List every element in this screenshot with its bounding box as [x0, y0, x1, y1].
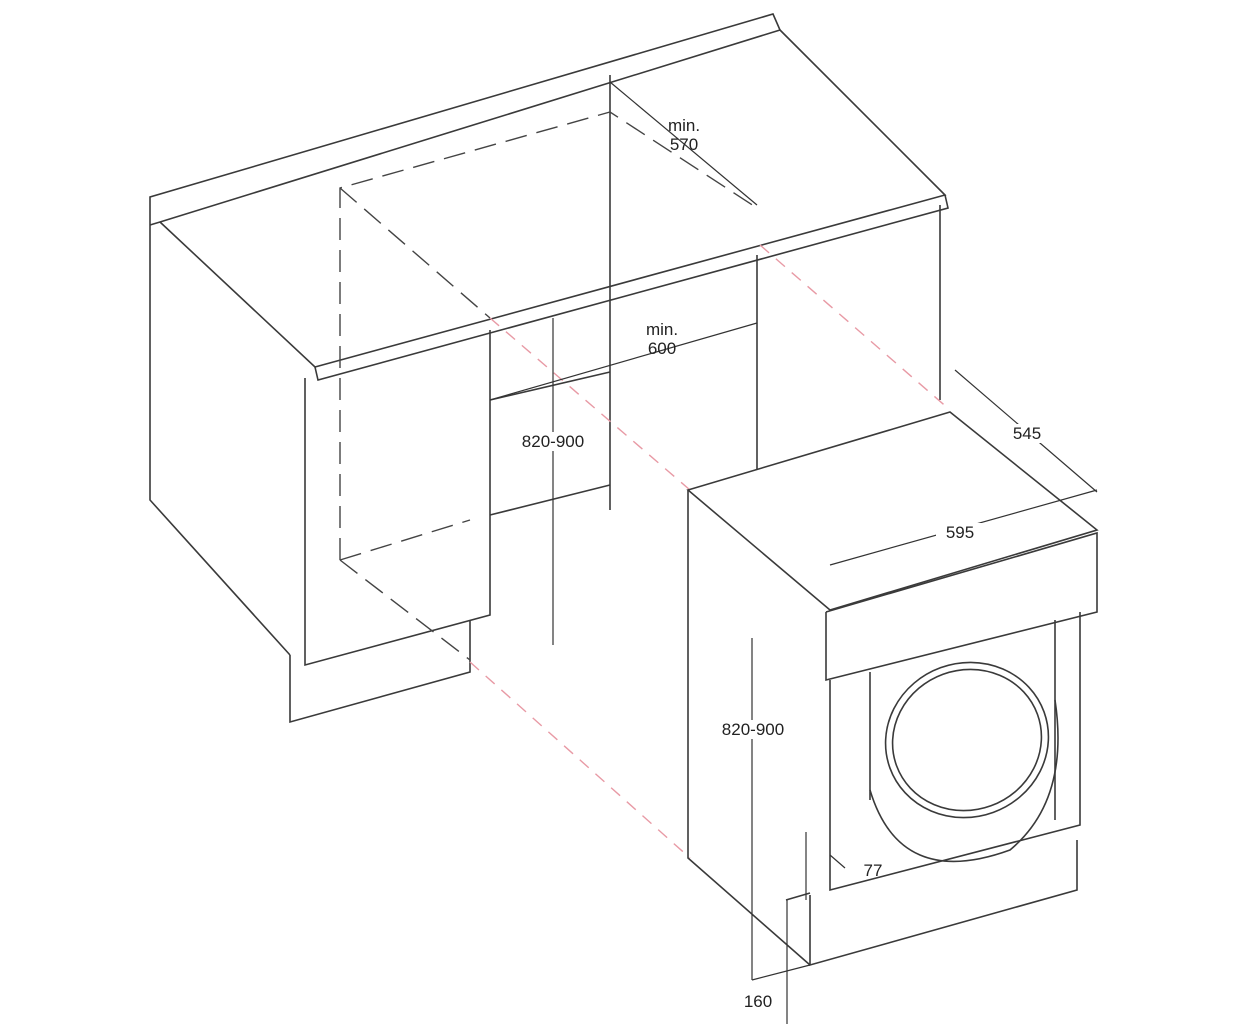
- niche-height-label: 820-900: [508, 432, 598, 451]
- niche-depth-label: min.570: [658, 116, 710, 154]
- washing-machine: [686, 411, 1099, 967]
- porthole: [891, 668, 1043, 812]
- machine-height-label: 820-900: [708, 720, 798, 739]
- min-prefix: min.: [667, 116, 701, 135]
- kitchen-cabinet: [149, 13, 949, 724]
- machine-width-label: 595: [936, 523, 984, 542]
- niche-width-value: 600: [647, 339, 677, 358]
- machine-depth-label: 545: [1003, 424, 1051, 443]
- door-offset-label: 77: [863, 861, 883, 880]
- niche-outline-dashed: [339, 111, 761, 661]
- dimension-lines: [489, 81, 1098, 1024]
- alignment-guides: [469, 244, 951, 859]
- plinth-height-label: 160: [743, 992, 773, 1011]
- min-prefix: min.: [645, 320, 679, 339]
- niche-depth-value: 570: [669, 135, 699, 154]
- niche-width-label: min.600: [636, 320, 688, 358]
